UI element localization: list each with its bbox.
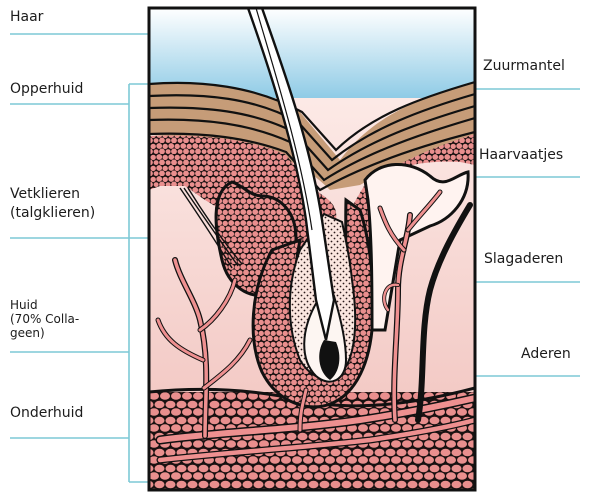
label-huid-collageen: (70% Colla- [10,313,79,326]
label-slagaderen: Slagaderen [484,251,563,268]
label-huid-geen: geen) [10,327,45,340]
label-zuurmantel: Zuurmantel [483,58,565,75]
label-haarvaatjes: Haarvaatjes [479,147,563,164]
label-haar: Haar [10,9,43,26]
label-onderhuid: Onderhuid [10,405,83,422]
label-huid: Huid [10,299,38,312]
label-vetklieren: Vetklieren [10,186,80,203]
skin-layers [149,8,475,490]
label-talgklieren: (talgklieren) [10,205,95,222]
label-aderen: Aderen [521,346,571,363]
label-opperhuid: Opperhuid [10,81,83,98]
